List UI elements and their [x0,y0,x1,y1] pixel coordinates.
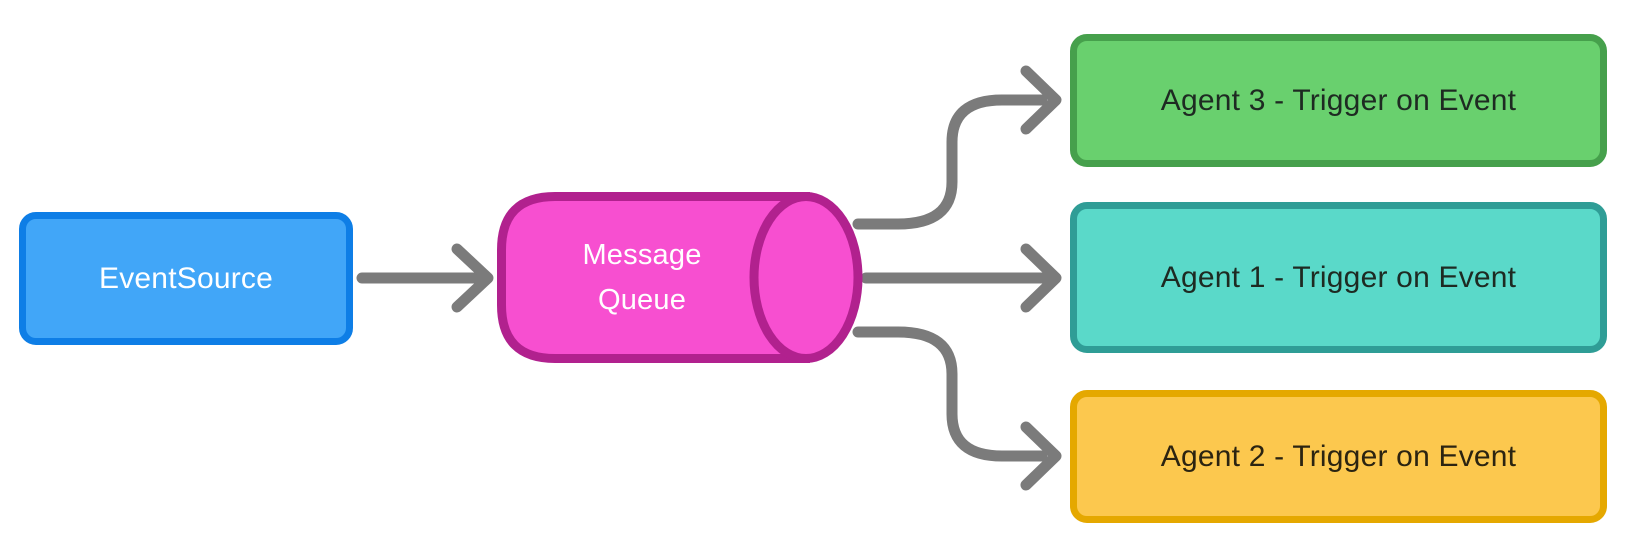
arrowhead-right-icon [1020,243,1062,313]
cylinder-body [497,192,810,363]
arrow-shaft [852,326,1048,462]
arrow-eventsource-to-queue[interactable] [356,243,494,313]
arrow-queue-to-agent3[interactable] [852,65,1062,230]
arrow-shaft [852,94,1048,230]
cylinder-face [749,192,863,363]
node-message-queue[interactable] [497,192,863,363]
node-label: Agent 3 - Trigger on Event [1160,83,1517,117]
node-label: Agent 2 - Trigger on Event [1160,439,1517,473]
arrowhead-right-icon [1020,65,1062,135]
arrowhead-right-icon [1020,421,1062,491]
arrowhead-right-icon [451,243,494,313]
node-agent2[interactable]: Agent 2 - Trigger on Event [1070,390,1607,523]
node-label: Message Queue [582,238,702,316]
arrow-queue-to-agent1[interactable] [860,243,1062,313]
node-agent3[interactable]: Agent 3 - Trigger on Event [1070,34,1607,167]
node-label: EventSource [99,261,273,295]
node-event-source[interactable]: EventSource [19,212,353,345]
arrow-queue-to-agent2[interactable] [852,326,1062,491]
node-label: Agent 1 - Trigger on Event [1160,260,1517,294]
node-agent1[interactable]: Agent 1 - Trigger on Event [1070,202,1607,353]
node-message-queue-label: Message Queue [497,192,787,363]
